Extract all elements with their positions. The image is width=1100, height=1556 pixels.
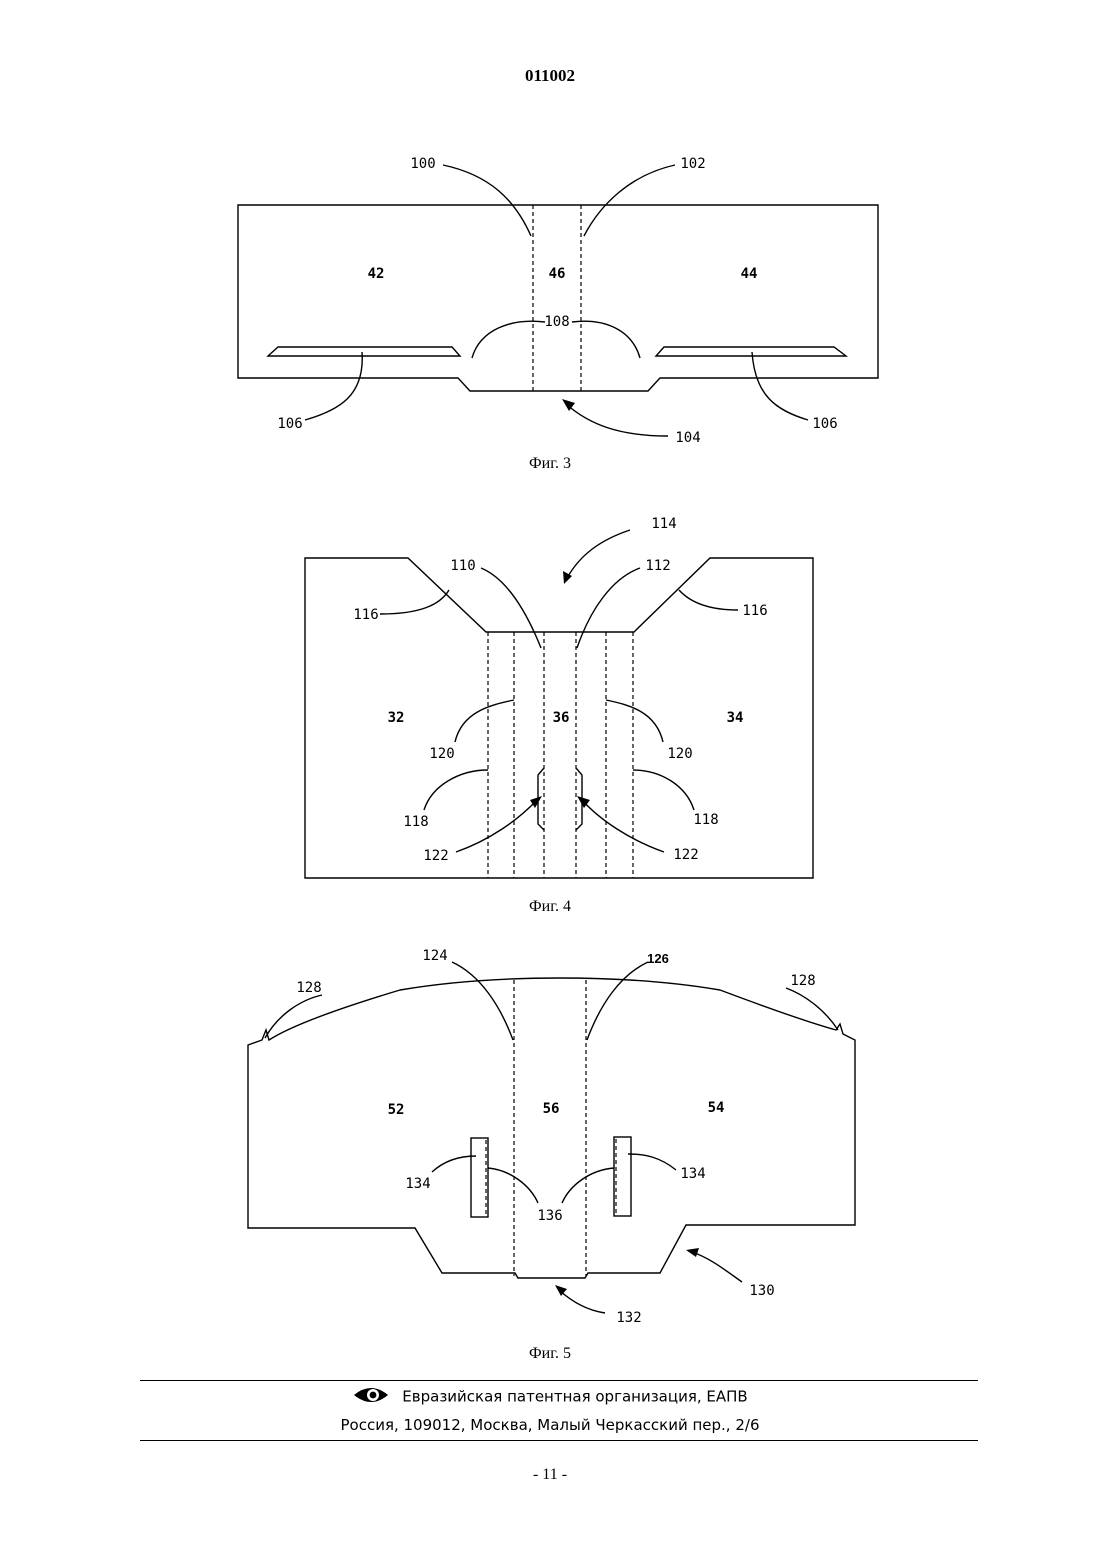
- figure-5-drawing: 52 56 54 124 126 128 128 134 134 136 130…: [0, 945, 1100, 1330]
- fig3-ref-label: 102: [680, 156, 705, 172]
- fig4-ref-label: 112: [645, 558, 670, 574]
- fig3-zone-label: 44: [741, 266, 758, 282]
- footer-top-rule: [140, 1380, 978, 1381]
- fig5-ref-label: 126: [647, 951, 669, 966]
- fig3-zone-label: 46: [549, 266, 566, 282]
- eapo-eye-logo-icon: [352, 1384, 390, 1410]
- fig5-ref-label: 132: [616, 1310, 641, 1326]
- figure-5-caption: Фиг. 5: [0, 1345, 1100, 1363]
- fig4-center-tab: [538, 768, 582, 830]
- figure-4-caption: Фиг. 4: [0, 898, 1100, 916]
- fig3-ref-label: 100: [410, 156, 435, 172]
- figure-3-caption: Фиг. 3: [0, 455, 1100, 473]
- fig5-zone-label: 54: [708, 1100, 725, 1116]
- fig4-ref-label: 118: [693, 812, 718, 828]
- fig4-zone-label: 34: [727, 710, 744, 726]
- figure-3: 42 46 44 100 102 108 106 106 104: [0, 140, 1100, 460]
- figure-5: 52 56 54 124 126 128 128 134 134 136 130…: [0, 945, 1100, 1330]
- footer-bottom-rule: [140, 1440, 978, 1441]
- fig4-ref-label: 118: [403, 814, 428, 830]
- fig3-ref-label: 104: [675, 430, 700, 446]
- fig5-zone-label: 56: [543, 1101, 560, 1117]
- fig5-ref-label: 134: [680, 1166, 705, 1182]
- fig3-ref-label: 108: [544, 314, 569, 330]
- page-number-footer: - 11 -: [0, 1466, 1100, 1484]
- footer-organization: Евразийская патентная организация, ЕАПВ: [402, 1388, 747, 1406]
- fig5-ref-label: 130: [749, 1283, 774, 1299]
- fig5-ref-label: 128: [790, 973, 815, 989]
- figure-4-drawing: 32 36 34 114 110 112 116 116 120 120 118…: [0, 505, 1100, 890]
- fig4-ref-label: 122: [423, 848, 448, 864]
- fig4-ref-label: 116: [353, 607, 378, 623]
- fig4-ref-label: 122: [673, 847, 698, 863]
- document-number: 011002: [0, 66, 1100, 86]
- fig3-ref-label: 106: [277, 416, 302, 432]
- fig5-ref-label: 134: [405, 1176, 430, 1192]
- figure-3-drawing: 42 46 44 100 102 108 106 106 104: [0, 140, 1100, 460]
- fig4-ref-label: 120: [429, 746, 454, 762]
- figure-4: 32 36 34 114 110 112 116 116 120 120 118…: [0, 505, 1100, 890]
- fig4-ref-label: 110: [450, 558, 475, 574]
- fig3-ref-label: 106: [812, 416, 837, 432]
- fig3-outline: [238, 205, 878, 391]
- fig4-zone-label: 36: [553, 710, 570, 726]
- fig4-zone-label: 32: [388, 710, 405, 726]
- fig5-ref-label: 124: [422, 948, 447, 964]
- fig5-ref-label: 136: [537, 1208, 562, 1224]
- footer-address: Россия, 109012, Москва, Малый Черкасский…: [0, 1416, 1100, 1434]
- fig4-ref-label: 116: [742, 603, 767, 619]
- fig4-ref-label: 114: [651, 516, 676, 532]
- fig5-zone-label: 52: [388, 1102, 405, 1118]
- fig5-ref-label: 128: [296, 980, 321, 996]
- fig3-left-strip: [268, 347, 460, 356]
- fig5-outline: [248, 978, 855, 1278]
- fig3-zone-label: 42: [368, 266, 385, 282]
- footer-organization-line: Евразийская патентная организация, ЕАПВ: [0, 1384, 1100, 1410]
- fig4-ref-label: 120: [667, 746, 692, 762]
- fig3-right-strip: [656, 347, 846, 356]
